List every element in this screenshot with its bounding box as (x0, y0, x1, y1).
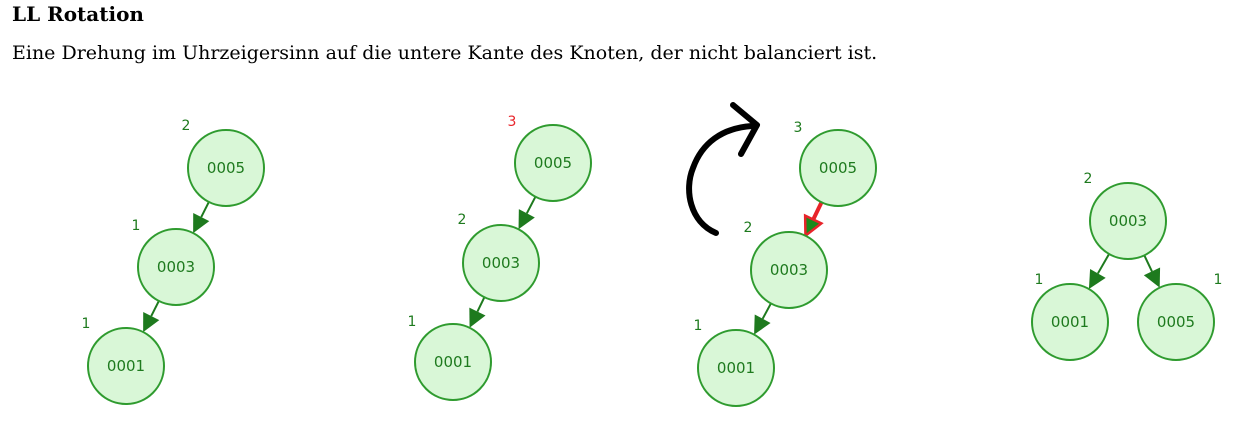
tree-node: 0001 1 (82, 316, 165, 405)
tree-edge-line (811, 201, 824, 221)
tree-node: 0003 2 (1084, 171, 1167, 260)
tree-diagram-3: 0005 3 0003 2 0001 1 (686, 102, 877, 407)
node-circle (1137, 283, 1215, 361)
node-height-label: 2 (458, 212, 467, 228)
node-circle (187, 129, 265, 207)
tree-edge-arrowhead (754, 314, 771, 335)
tree-node: 0003 2 (744, 220, 828, 309)
tree-diagram-2: 0005 3 0003 2 0001 1 (408, 114, 592, 401)
tree-edge-arrowhead (1088, 268, 1106, 290)
rotation-arrow-curve (686, 123, 755, 236)
node-height-label: 3 (508, 114, 517, 130)
section-heading: LL Rotation (12, 2, 144, 26)
node-label: 0001 (1051, 313, 1089, 331)
tree-edge-arrowhead (803, 213, 824, 239)
tree-node: 0005 1 (1137, 272, 1223, 361)
tree-edge-line (761, 302, 772, 320)
tree-node: 0005 2 (182, 118, 265, 207)
node-height-label: 2 (182, 118, 191, 134)
tree-node: 0001 1 (694, 318, 775, 407)
node-label: 0003 (157, 258, 195, 276)
tree-edge-line (200, 201, 210, 218)
node-height-label: 1 (1214, 272, 1223, 288)
node-circle (1089, 182, 1167, 260)
tree-edge-arrowhead (1143, 267, 1161, 288)
node-label: 0005 (534, 154, 572, 172)
tree-edge-line (476, 296, 486, 313)
node-height-label: 2 (744, 220, 753, 236)
tree-edge-arrowhead (469, 307, 486, 328)
tree-edge-arrowhead (193, 212, 210, 234)
rotation-arrow-head (730, 102, 760, 157)
tree-node: 0005 3 (508, 114, 592, 202)
node-height-label: 1 (82, 316, 91, 332)
node-height-label: 1 (408, 314, 417, 330)
node-label: 0003 (482, 254, 520, 272)
node-height-label: 1 (1035, 272, 1044, 288)
node-height-label: 3 (794, 120, 803, 136)
tree-node: 0003 1 (132, 218, 215, 306)
tree-node: 0001 1 (1031, 272, 1109, 361)
tree-node: 0003 2 (458, 212, 540, 302)
node-label: 0005 (819, 159, 857, 177)
tree-diagram-4: 0003 2 0001 1 0005 1 (1031, 171, 1223, 361)
node-circle (137, 228, 215, 306)
node-height-label: 2 (1084, 171, 1093, 187)
node-label: 0003 (770, 261, 808, 279)
node-label: 0005 (1157, 313, 1195, 331)
node-height-label: 1 (132, 218, 141, 234)
node-circle (414, 323, 492, 401)
node-label: 0001 (107, 357, 145, 375)
section-description: Eine Drehung im Uhrzeigersinn auf die un… (12, 42, 878, 64)
node-height-label: 1 (694, 318, 703, 334)
node-label: 0003 (1109, 212, 1147, 230)
node-label: 0001 (434, 353, 472, 371)
node-circle (750, 231, 828, 309)
tree-edge-line (1143, 254, 1153, 272)
tree-edge-line (525, 196, 537, 214)
node-circle (799, 129, 877, 207)
node-circle (87, 327, 165, 405)
node-circle (1031, 283, 1109, 361)
node-label: 0005 (207, 159, 245, 177)
node-circle (462, 224, 540, 302)
node-label: 0001 (717, 359, 755, 377)
tree-edge-arrowhead (143, 311, 160, 333)
tree-diagram-1: 0005 2 0003 1 0001 1 (82, 118, 265, 405)
node-circle (514, 124, 592, 202)
tree-edge-line (150, 300, 160, 317)
tree-edge-arrowhead (518, 209, 535, 230)
tree-edge-line (1097, 253, 1110, 274)
tree-node: 0005 3 (794, 120, 877, 207)
node-circle (697, 329, 775, 407)
tree-node: 0001 1 (408, 314, 492, 401)
